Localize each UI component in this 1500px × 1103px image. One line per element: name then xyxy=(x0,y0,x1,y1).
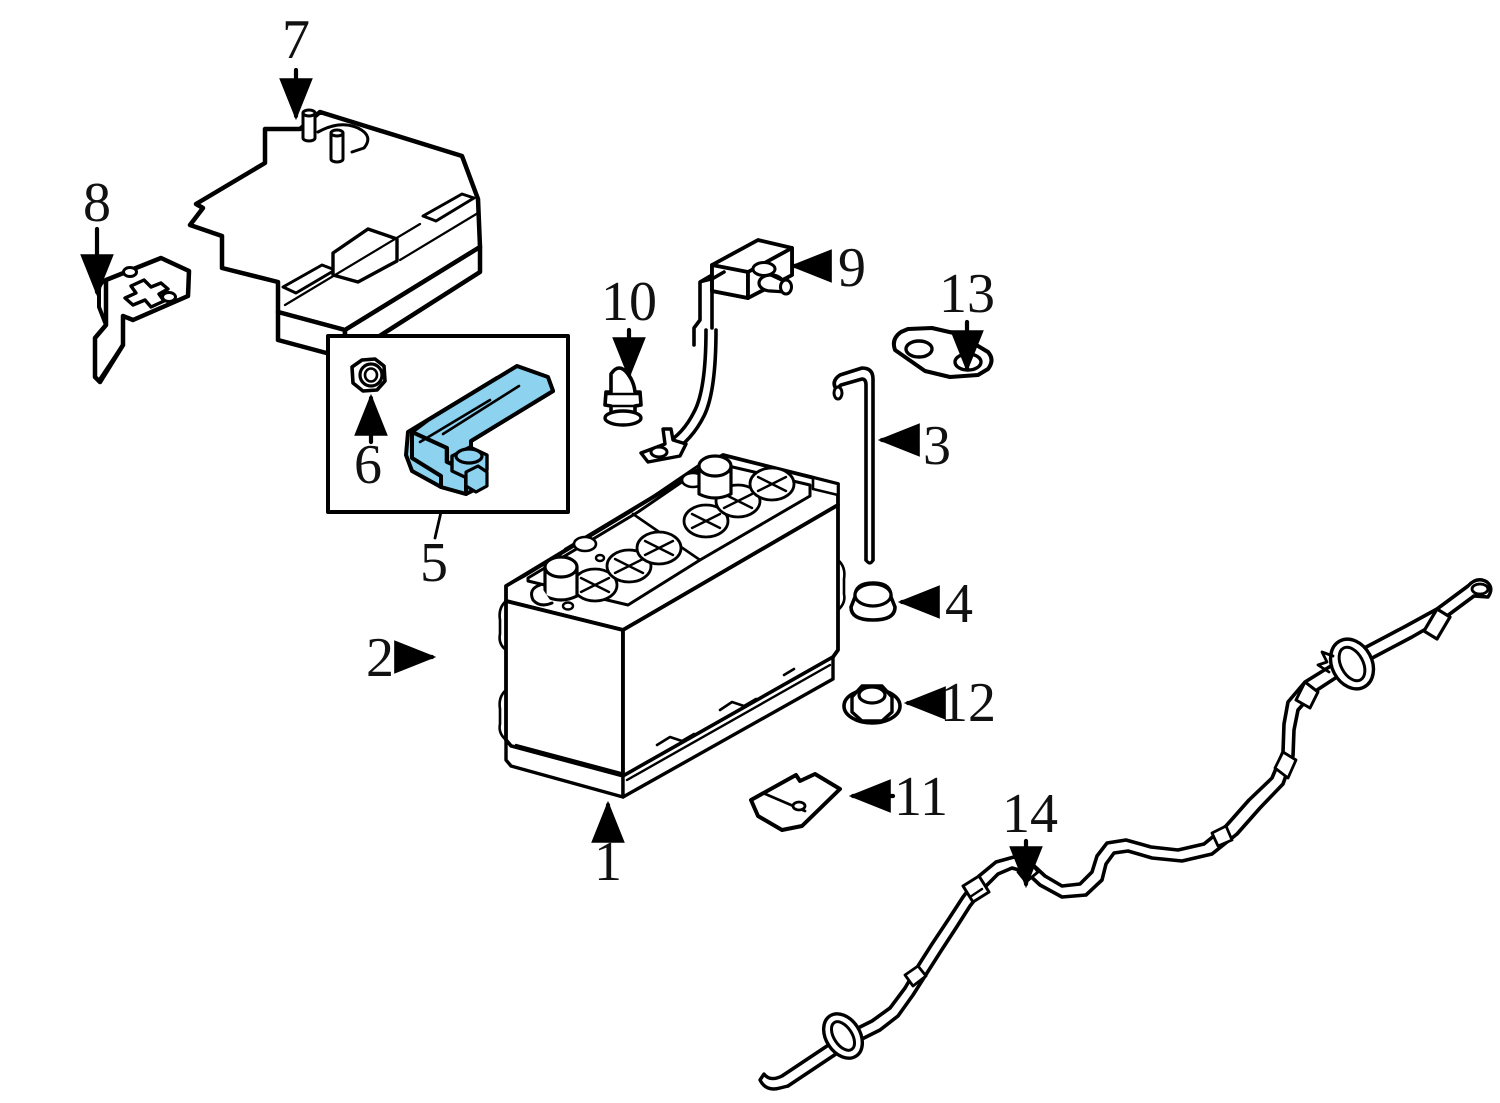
part-flange-nut xyxy=(842,684,902,725)
part-clamp-nut xyxy=(350,357,387,393)
callout-label-3: 3 xyxy=(923,415,951,477)
part-battery xyxy=(498,453,846,799)
part-battery-tray-cover xyxy=(187,108,483,361)
callout-label-1: 1 xyxy=(594,831,622,893)
callout-label-12: 12 xyxy=(940,672,996,734)
callout-label-10: 10 xyxy=(601,271,657,333)
callout-label-8: 8 xyxy=(83,172,111,234)
part-battery-sensor-terminal xyxy=(639,238,794,464)
part-link-strap xyxy=(891,326,994,379)
part-shim-plate xyxy=(749,772,842,832)
callout-label-14: 14 xyxy=(1002,783,1058,845)
part-battery-hold-down-clamp xyxy=(404,364,555,496)
callout-label-2: 2 xyxy=(366,627,394,689)
part-j-hook-rod xyxy=(832,366,875,565)
callout-label-6: 6 xyxy=(354,434,382,496)
callout-label-13: 13 xyxy=(939,263,995,325)
callout-label-11: 11 xyxy=(894,766,948,828)
callout-label-7: 7 xyxy=(282,9,310,71)
part-grommet-cap xyxy=(849,581,897,622)
callout-label-4: 4 xyxy=(945,573,973,635)
callout-label-9: 9 xyxy=(838,237,866,299)
part-terminal-boot-cap xyxy=(603,366,643,427)
callout-arrows xyxy=(80,67,1043,889)
part-battery-cable-assembly xyxy=(758,578,1493,1091)
part-mounting-bracket xyxy=(92,255,192,385)
callout-label-5: 5 xyxy=(420,532,448,594)
